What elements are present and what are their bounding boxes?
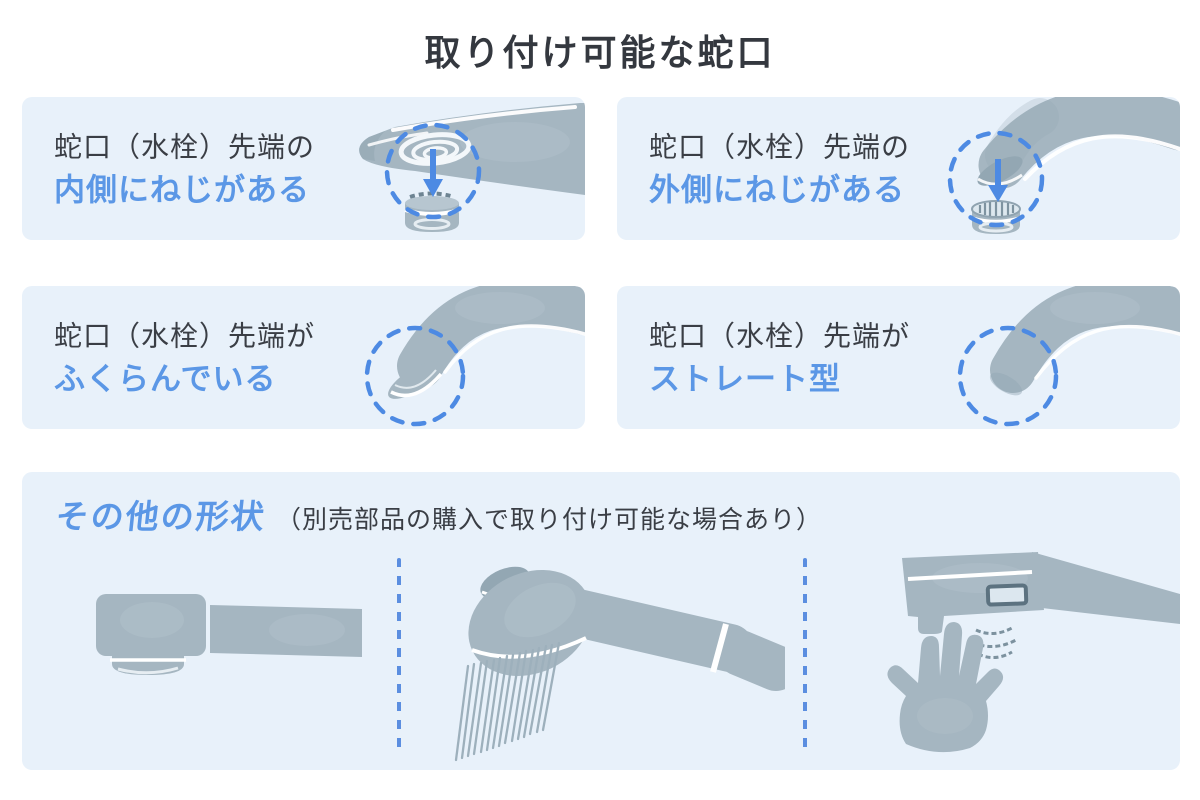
panel-line2: 外側にねじがある [649, 171, 905, 207]
faucet-outer-thread-icon [930, 97, 1180, 240]
faucet-straight-tip-icon [930, 286, 1180, 429]
panel-outer-thread-text: 蛇口（水栓）先端の 外側にねじがある [649, 126, 910, 211]
panel-line2: ストレート型 [649, 360, 841, 396]
other-shapes-header: その他の形状 （別売部品の購入で取り付け可能な場合あり） [53, 490, 823, 540]
dashed-divider [397, 558, 401, 750]
panel-other-shapes: その他の形状 （別売部品の購入で取り付け可能な場合あり） [22, 472, 1180, 770]
pullout-spray-faucet-icon [52, 552, 402, 757]
panel-line2: ふくらんでいる [54, 360, 277, 396]
faucet-bulged-tip-icon [335, 286, 585, 429]
sensor-faucet-icon [840, 536, 1180, 764]
other-shapes-heading: その他の形状 [53, 498, 268, 535]
panel-line1: 蛇口（水栓）先端の [54, 130, 316, 162]
panel-line2: 内側にねじがある [54, 171, 310, 207]
dashed-divider [803, 558, 807, 750]
panel-outer-thread: 蛇口（水栓）先端の 外側にねじがある [617, 97, 1180, 240]
panel-line1: 蛇口（水栓）先端が [54, 319, 316, 351]
panel-straight-tip: 蛇口（水栓）先端が ストレート型 [617, 286, 1180, 429]
panel-inner-thread: 蛇口（水栓）先端の 内側にねじがある [22, 97, 585, 240]
panel-straight-tip-text: 蛇口（水栓）先端が ストレート型 [649, 315, 910, 400]
hand-shower-icon [410, 538, 785, 766]
panel-line1: 蛇口（水栓）先端が [649, 319, 911, 351]
faucet-inner-thread-icon [335, 97, 585, 240]
panel-bulged-tip-text: 蛇口（水栓）先端が ふくらんでいる [54, 315, 315, 400]
page-title: 取り付け可能な蛇口 [424, 32, 776, 73]
panel-bulged-tip: 蛇口（水栓）先端が ふくらんでいる [22, 286, 585, 429]
panel-inner-thread-text: 蛇口（水栓）先端の 内側にねじがある [54, 126, 315, 211]
other-shapes-note: （別売部品の購入で取り付け可能な場合あり） [276, 506, 823, 534]
panel-line1: 蛇口（水栓）先端の [649, 130, 911, 162]
